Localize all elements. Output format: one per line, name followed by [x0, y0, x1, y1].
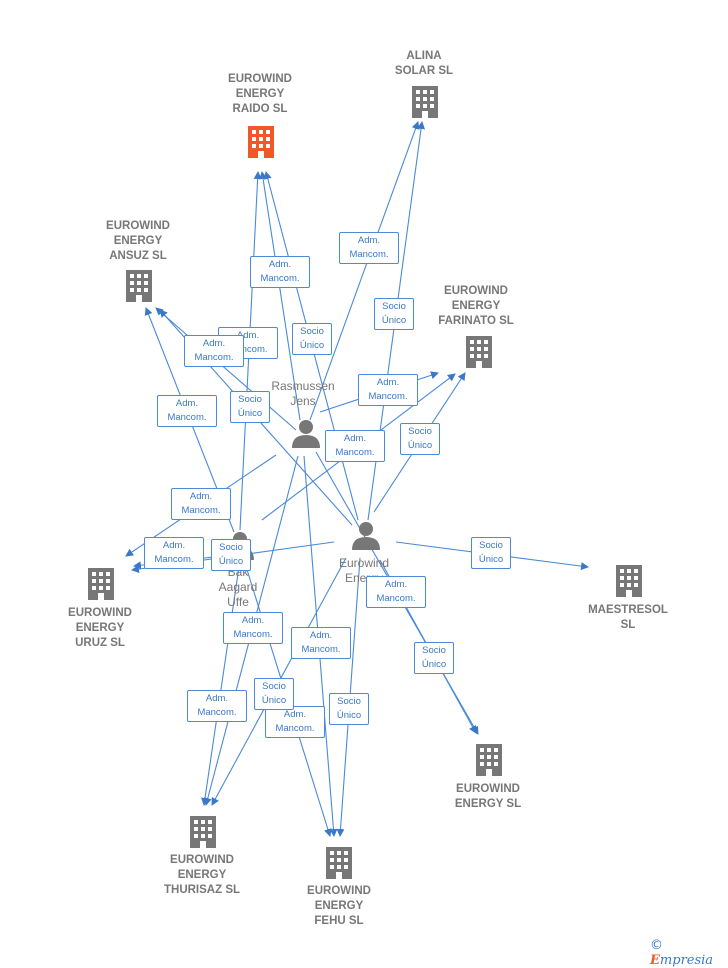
building-icon — [248, 126, 274, 158]
edge-label[interactable]: Socio Único — [230, 391, 270, 423]
edge-label[interactable]: Socio Único — [254, 678, 294, 710]
edge-label[interactable]: Adm. Mancom. — [187, 690, 247, 722]
company-node-thurisaz[interactable]: EUROWIND ENERGY THURISAZ SL — [142, 853, 262, 898]
edge-label[interactable]: Socio Único — [414, 642, 454, 674]
person-label: Bak Aagard Uffe — [218, 565, 258, 609]
person-label: Rasmussen Jens — [271, 379, 335, 408]
edge-rasmussen-ansuz — [155, 307, 297, 431]
building-icon — [190, 816, 216, 848]
person-node-bak[interactable]: Bak Aagard Uffe — [188, 565, 288, 610]
company-label: EUROWIND ENERGY THURISAZ SL — [163, 854, 241, 896]
building-icon — [466, 336, 492, 368]
company-label: EUROWIND ENERGY ANSUZ SL — [106, 220, 170, 262]
copyright-symbol: © — [650, 938, 663, 953]
edge-label[interactable]: Adm. Mancom. — [184, 335, 244, 367]
company-label: ALINA SOLAR SL — [394, 50, 454, 77]
company-node-fehu[interactable]: EUROWIND ENERGY FEHU SL — [279, 884, 399, 929]
edge-label[interactable]: Adm. Mancom. — [366, 576, 426, 608]
company-label: EUROWIND ENERGY URUZ SL — [68, 607, 132, 649]
edge-label[interactable]: Socio Único — [329, 693, 369, 725]
edge-rasmussen-alina — [309, 121, 420, 421]
edge-label[interactable]: Adm. Mancom. — [325, 430, 385, 462]
edge-bak-thurisaz — [201, 559, 241, 806]
person-node-rasmussen[interactable]: Rasmussen Jens — [253, 379, 353, 409]
company-label: EUROWIND ENERGY FARINATO SL — [438, 285, 514, 327]
brand-name: mpresia — [659, 953, 714, 968]
person-icon — [352, 522, 380, 550]
company-node-alina[interactable]: ALINA SOLAR SL — [364, 49, 484, 79]
edge-label[interactable]: Adm. Mancom. — [358, 374, 418, 406]
edge-label[interactable]: Adm. Mancom. — [171, 488, 231, 520]
empresia-logo: © Empresia — [650, 938, 728, 968]
building-icon — [88, 568, 114, 600]
edge-label[interactable]: Adm. Mancom. — [157, 395, 217, 427]
edge-rasmussen-raido — [259, 171, 301, 421]
company-label: EUROWIND ENERGY SL — [454, 783, 522, 810]
edge-label[interactable]: Socio Único — [292, 323, 332, 355]
company-node-raido[interactable]: EUROWIND ENERGY RAIDO SL — [200, 72, 320, 117]
company-node-farinato[interactable]: EUROWIND ENERGY FARINATO SL — [416, 284, 536, 329]
edge-label[interactable]: Socio Único — [374, 298, 414, 330]
building-icon — [616, 565, 642, 597]
building-icon — [126, 270, 152, 302]
building-icon — [476, 744, 502, 776]
edge-label[interactable]: Adm. Mancom. — [250, 256, 310, 288]
edge-label[interactable]: Socio Único — [400, 423, 440, 455]
edge-label[interactable]: Adm. Mancom. — [291, 627, 351, 659]
company-node-energy[interactable]: EUROWIND ENERGY SL — [428, 782, 548, 812]
edge-label[interactable]: Socio Único — [211, 539, 251, 571]
person-icon — [292, 420, 320, 448]
edge-label[interactable]: Adm. Mancom. — [144, 537, 204, 569]
company-node-maestresol[interactable]: MAESTRESOL SL — [568, 603, 688, 633]
edge-label[interactable]: Adm. Mancom. — [339, 232, 399, 264]
building-icon — [412, 86, 438, 118]
company-node-uruz[interactable]: EUROWIND ENERGY URUZ SL — [40, 606, 160, 651]
brand-initial: E — [650, 953, 660, 968]
company-label: EUROWIND ENERGY RAIDO SL — [228, 73, 292, 115]
edge-label[interactable]: Adm. Mancom. — [265, 706, 325, 738]
edge-label[interactable]: Adm. Mancom. — [223, 612, 283, 644]
edge-label[interactable]: Socio Único — [471, 537, 511, 569]
company-label: EUROWIND ENERGY FEHU SL — [307, 885, 371, 927]
building-icon — [326, 847, 352, 879]
company-node-ansuz[interactable]: EUROWIND ENERGY ANSUZ SL — [78, 219, 198, 264]
company-label: MAESTRESOL SL — [588, 604, 668, 631]
